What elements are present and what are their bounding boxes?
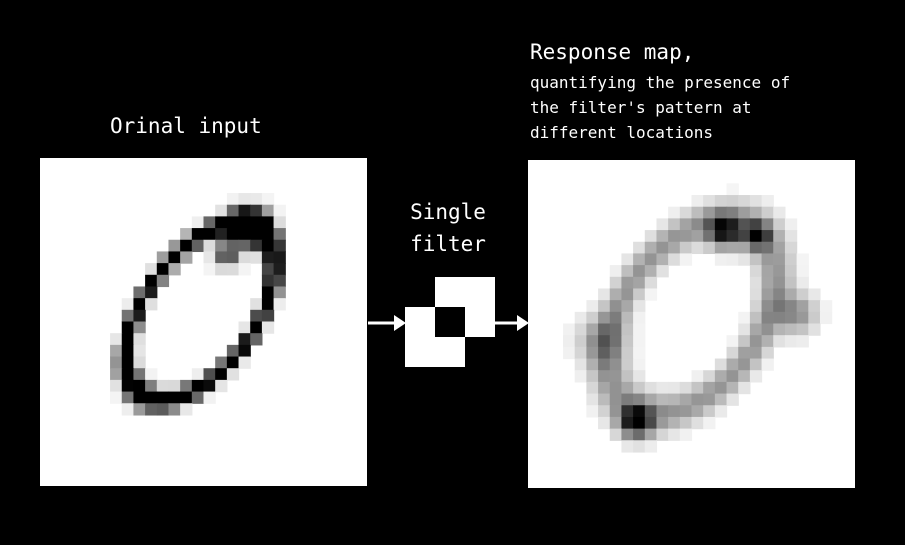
response-map-image <box>528 160 855 488</box>
response-map-pixels <box>563 183 833 453</box>
filter-cell <box>465 337 495 367</box>
filter-title: Single filter <box>396 196 500 260</box>
original-input-image <box>40 158 367 486</box>
filter-title-line1: Single <box>410 200 486 224</box>
arrow-right-icon <box>368 315 406 331</box>
response-map-description: quantifying the presence of the filter's… <box>530 73 791 142</box>
filter-cell <box>405 277 435 307</box>
arrow-right-icon <box>495 315 529 331</box>
filter-kernel <box>405 277 495 367</box>
filter-title-line2: filter <box>410 232 486 256</box>
diagonal-filter-pattern <box>405 277 495 367</box>
response-map-title: Response map, <box>530 40 695 64</box>
digit-zero-input-pixels <box>110 193 286 416</box>
filter-cell <box>435 307 465 337</box>
input-title: Orinal input <box>110 114 262 138</box>
